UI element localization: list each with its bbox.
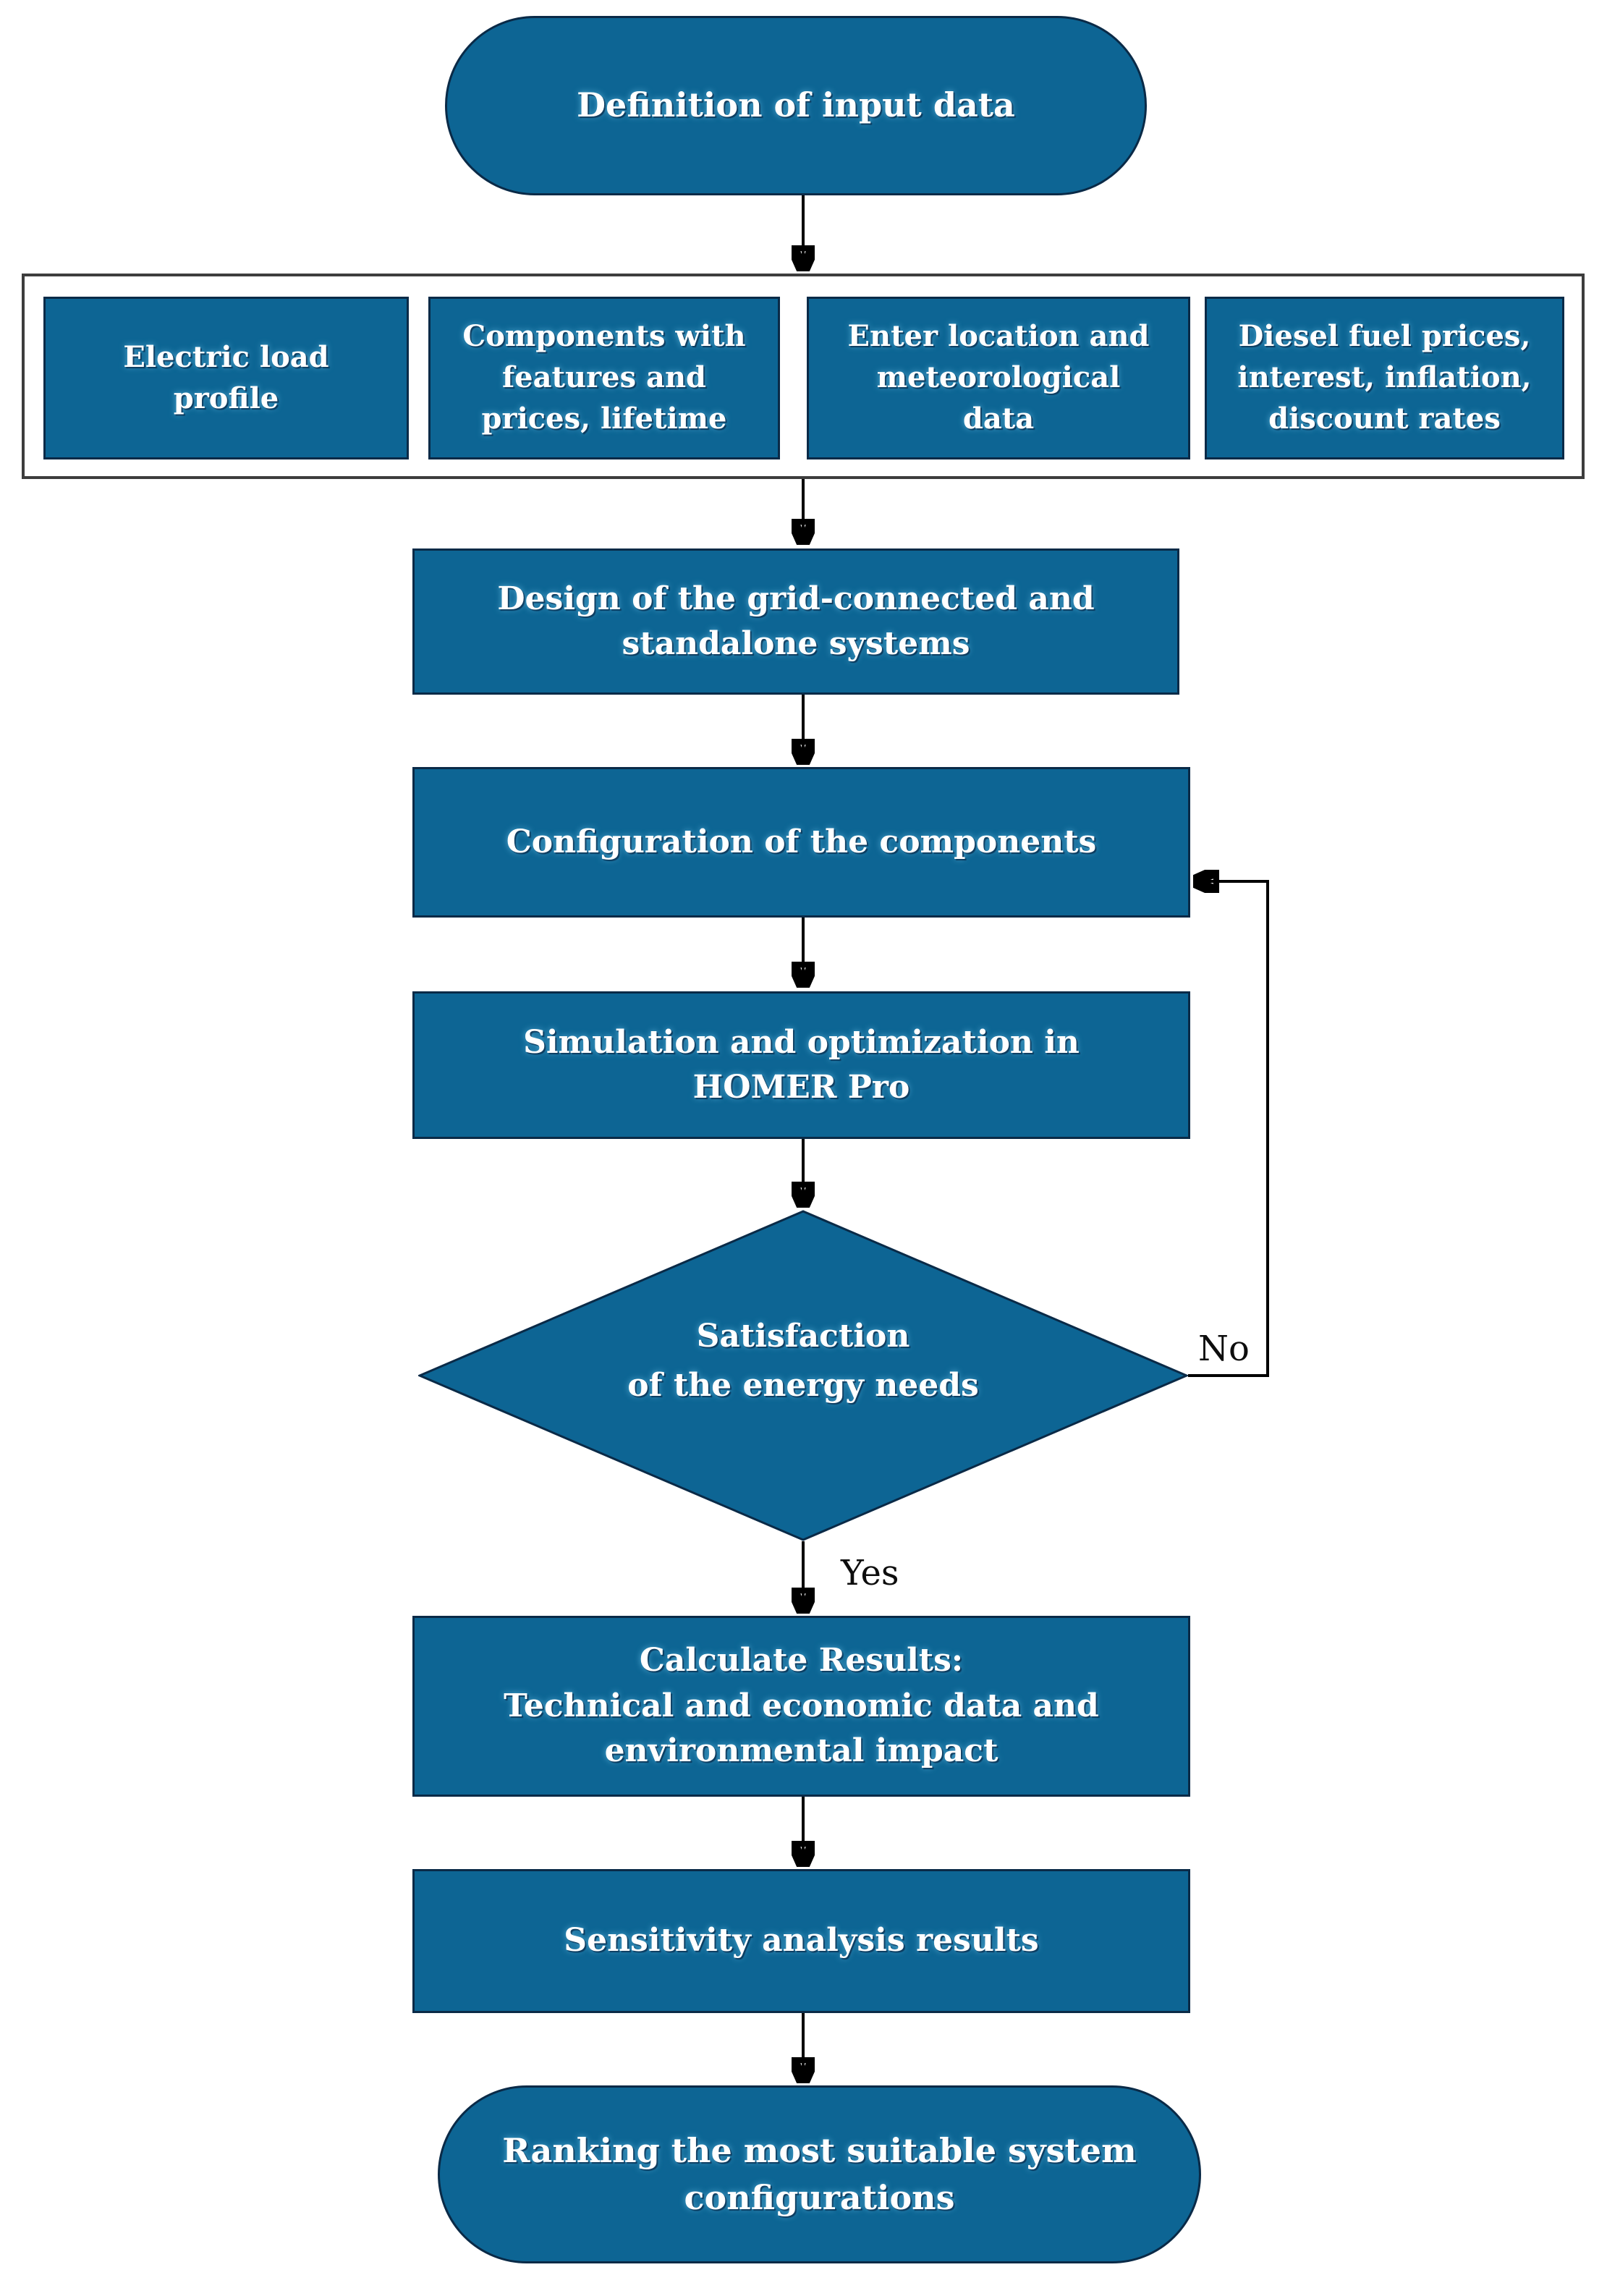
input-data-group: Electric load profile Components with fe…: [22, 274, 1585, 479]
input-box-label: Diesel fuel prices, interest, inflation,…: [1237, 319, 1532, 436]
process-label: Design of the grid-connected and standal…: [497, 580, 1095, 662]
input-box-label: Electric load profile: [123, 339, 329, 415]
decision-satisfaction-energy-needs: Satisfaction of the energy needs: [418, 1210, 1188, 1541]
process-label: Configuration of the components: [506, 823, 1097, 860]
process-label: Sensitivity analysis results: [564, 1922, 1039, 1960]
process-simulation-homer-pro: Simulation and optimization in HOMER Pro: [412, 991, 1190, 1139]
process-design-systems: Design of the grid-connected and standal…: [412, 548, 1179, 695]
process-label: Simulation and optimization in HOMER Pro: [523, 1023, 1080, 1106]
input-box-electric-load-profile: Electric load profile: [43, 297, 409, 459]
input-box-label: Components with features and prices, lif…: [462, 319, 746, 436]
decision-label: Satisfaction of the energy needs: [627, 1317, 979, 1404]
process-sensitivity-analysis: Sensitivity analysis results: [412, 1869, 1190, 2013]
end-terminator-label: Ranking the most suitable system configu…: [502, 2130, 1137, 2217]
start-terminator: Definition of input data: [445, 16, 1147, 195]
decision-diamond-shape: [418, 1210, 1188, 1541]
end-terminator: Ranking the most suitable system configu…: [438, 2085, 1201, 2263]
start-terminator-label: Definition of input data: [577, 85, 1015, 125]
edge-label-no: No: [1198, 1329, 1250, 1369]
process-label: Calculate Results: Technical and economi…: [504, 1642, 1099, 1770]
input-box-location-meteorological: Enter location and meteorological data: [807, 297, 1190, 459]
input-box-diesel-economics: Diesel fuel prices, interest, inflation,…: [1205, 297, 1564, 459]
edge-label-yes: Yes: [841, 1553, 899, 1593]
process-calculate-results: Calculate Results: Technical and economi…: [412, 1616, 1190, 1797]
input-box-components: Components with features and prices, lif…: [428, 297, 780, 459]
arrow-decision-no-feedback: [1188, 881, 1269, 1377]
input-box-label: Enter location and meteorological data: [847, 319, 1150, 436]
process-configuration-components: Configuration of the components: [412, 767, 1190, 918]
